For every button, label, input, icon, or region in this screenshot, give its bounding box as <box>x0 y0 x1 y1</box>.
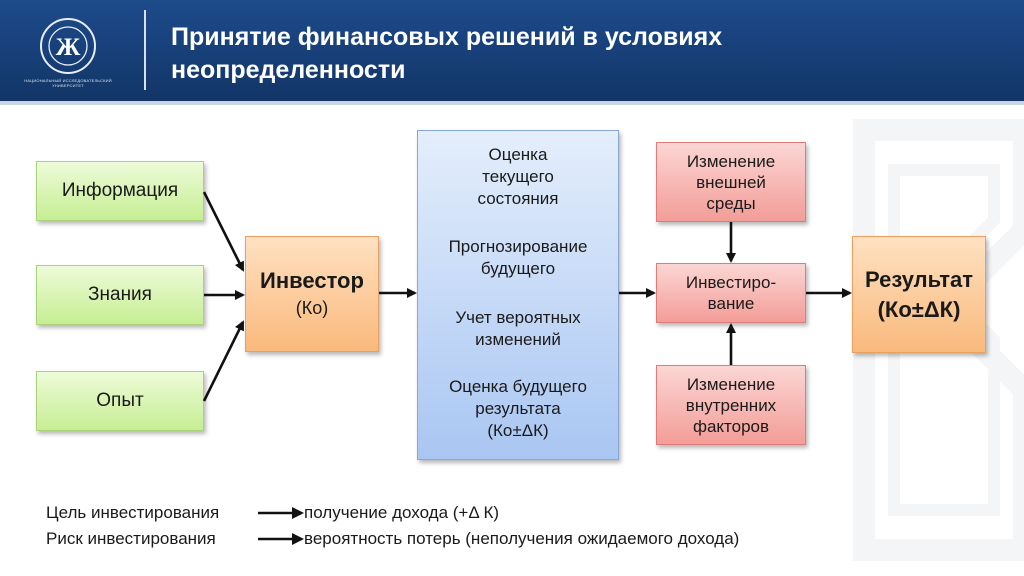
header-bar: Ж НАЦИОНАЛЬНЫЙ ИССЛЕДОВАТЕЛЬСКИЙ УНИВЕРС… <box>0 0 1024 101</box>
investor-title: Инвестор <box>260 268 364 293</box>
process-line: состояния <box>477 189 559 208</box>
investing-line: вание <box>707 294 755 313</box>
process-line: Оценка будущего <box>449 377 587 396</box>
input-box-knowledge: Знания <box>36 265 204 325</box>
process-line: текущего <box>482 167 554 186</box>
process-line: Оценка <box>488 145 548 164</box>
process-line: результата <box>475 399 561 418</box>
logo-letter: Ж <box>56 34 81 61</box>
internal-line: факторов <box>692 416 770 436</box>
legend-definition-risk: вероятность потерь (неполучения ожидаемо… <box>304 529 740 548</box>
investing-line: Инвестиро- <box>685 273 777 292</box>
external-factors-box: Изменение внешней среды <box>656 142 806 222</box>
process-item-assessment: Оценка текущего состояния <box>418 144 618 210</box>
result-title: Результат <box>864 266 974 292</box>
external-line: среды <box>706 193 756 213</box>
internal-factors-box: Изменение внутренних факторов <box>656 365 806 445</box>
logo-caption: НАЦИОНАЛЬНЫЙ ИССЛЕДОВАТЕЛЬСКИЙ УНИВЕРСИТ… <box>24 78 112 88</box>
header-stripe <box>0 101 1024 105</box>
process-item-future-result: Оценка будущего результата (Ко±ΔК) <box>418 376 618 442</box>
input-label-knowledge: Знания <box>88 284 152 305</box>
result-formula: (Ко±ΔК) <box>877 296 961 322</box>
input-box-experience: Опыт <box>36 371 204 431</box>
arrow-experience-investor <box>202 320 245 402</box>
process-line: изменений <box>475 330 561 349</box>
legend-arrow-icon <box>258 507 304 519</box>
result-box: Результат (Ко±ΔК) <box>852 236 986 353</box>
internal-line: внутренних <box>685 395 777 415</box>
page-title-line-2: неопределенности <box>171 56 406 84</box>
legend-definition-goal: получение дохода (+Δ К) <box>304 503 500 522</box>
input-box-information: Информация <box>36 161 204 221</box>
university-logo-icon: Ж <box>40 18 96 74</box>
investor-box: Инвестор (Ко) <box>245 236 379 352</box>
process-box: Оценка текущего состояния Прогнозировани… <box>417 130 619 460</box>
process-item-forecasting: Прогнозирование будущего <box>418 236 618 280</box>
external-line: Изменение <box>686 151 776 171</box>
header-divider <box>144 10 146 90</box>
arrow-information-investor <box>202 191 245 272</box>
page-title: Принятие финансовых решений в условиях н… <box>171 21 931 87</box>
legend-term-goal: Цель инвестирования <box>46 503 220 522</box>
investor-subtitle: (Ко) <box>295 298 329 318</box>
input-label-information: Информация <box>61 180 179 201</box>
process-line: (Ко±ΔК) <box>487 421 549 440</box>
internal-line: Изменение <box>686 374 776 394</box>
page-title-line-1: Принятие финансовых решений в условиях <box>171 23 723 51</box>
investing-box: Инвестиро- вание <box>656 263 806 323</box>
process-line: Прогнозирование <box>448 237 588 256</box>
external-line: внешней <box>696 172 766 192</box>
process-line: Учет вероятных <box>455 308 581 327</box>
legend-arrow-icon <box>258 533 304 545</box>
process-item-changes: Учет вероятных изменений <box>418 307 618 351</box>
legend-term-risk: Риск инвестирования <box>46 529 216 548</box>
process-line: будущего <box>480 259 556 278</box>
input-label-experience: Опыт <box>96 390 144 411</box>
